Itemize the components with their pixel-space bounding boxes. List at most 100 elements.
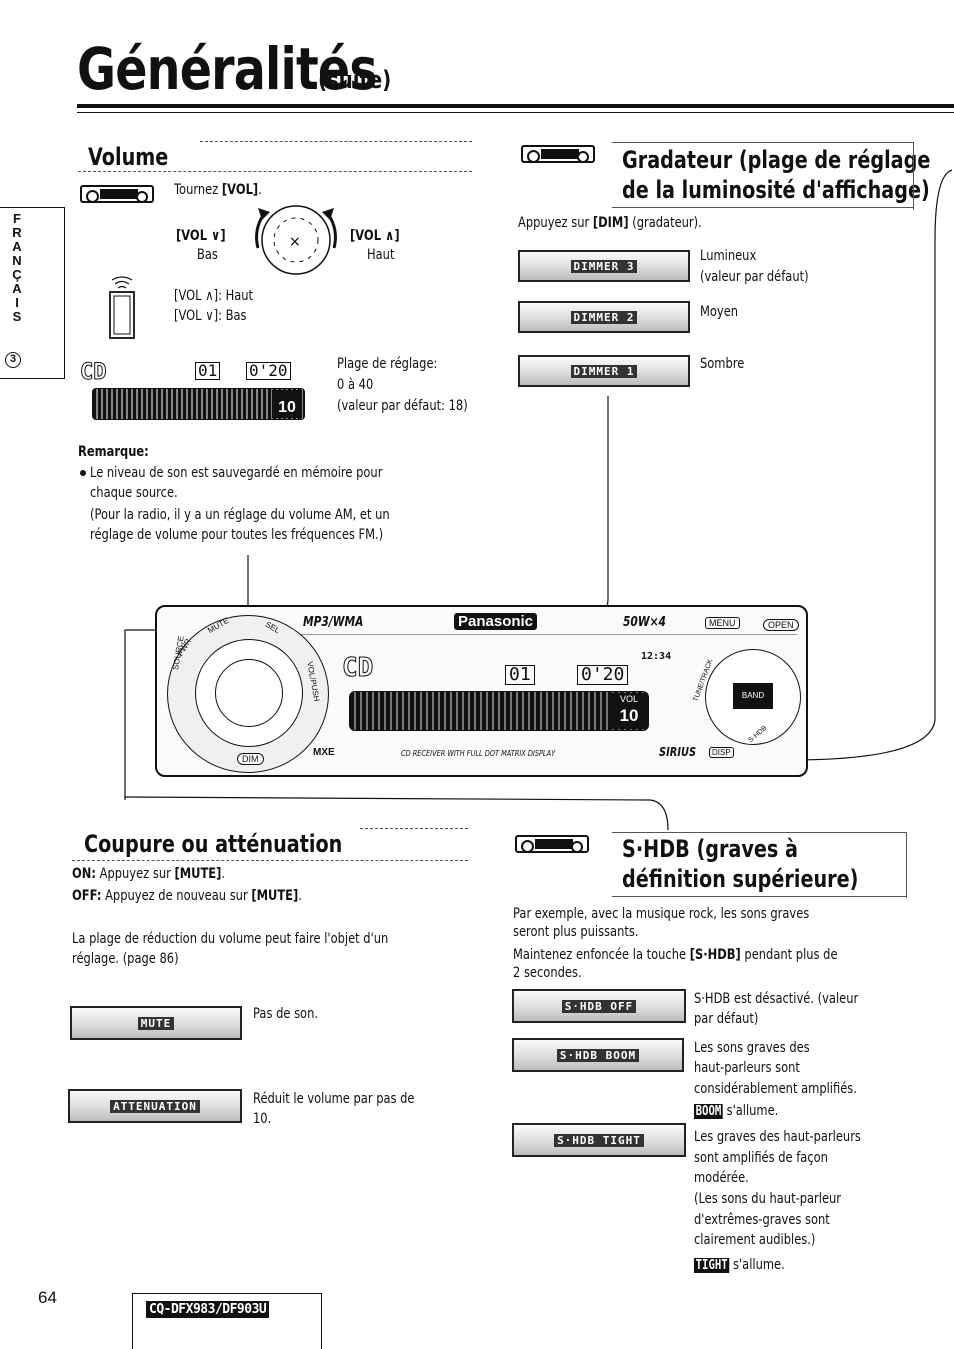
- key-label: [MUTE]: [174, 866, 222, 882]
- range-label: Plage de réglage:: [337, 356, 438, 372]
- shdb-desc: par défaut): [694, 1011, 759, 1027]
- menu-button[interactable]: MENU: [705, 617, 740, 629]
- volume-heading-rule-top: [200, 141, 472, 142]
- tab-letter: F: [13, 211, 21, 226]
- model-number: CQ-DFX983/DF903U: [146, 1301, 270, 1318]
- language-tab-letters: F R A N Ç A I S: [10, 212, 24, 324]
- tab-letter: I: [15, 295, 19, 310]
- dimmer-desc: Lumineux: [700, 248, 757, 264]
- attenuation-desc: Réduit le volume par pas de: [253, 1091, 415, 1107]
- shdb-heading-rule: [612, 896, 907, 897]
- page-title: Généralités: [77, 38, 443, 100]
- shdb-paragraph: Par exemple, avec la musique rock, les s…: [513, 906, 810, 922]
- mute-on: ON: Appuyez sur [MUTE].: [72, 864, 225, 884]
- header-rule: [77, 104, 954, 108]
- band-button[interactable]: BAND: [733, 683, 773, 709]
- boom-indicator-line: BOOM s'allume.: [694, 1101, 778, 1122]
- model-box: [132, 1293, 322, 1349]
- receiver-label: CD RECEIVER WITH FULL DOT MATRIX DISPLAY: [401, 749, 556, 758]
- text: [VOL ∨]: Bas: [174, 308, 247, 324]
- mute-paragraph: La plage de réduction du volume peut fai…: [72, 931, 389, 947]
- language-tab: [0, 207, 65, 379]
- shdb-heading-line2: définition supérieure): [622, 865, 859, 893]
- tab-letter: A: [12, 239, 22, 254]
- text: s'allume.: [729, 1257, 785, 1273]
- tab-letter: S: [12, 309, 22, 324]
- remote-vol-down: [VOL ∨]: Bas: [174, 306, 247, 326]
- title-suffix: (suite): [318, 66, 392, 94]
- shdb-paragraph: 2 secondes.: [513, 965, 582, 981]
- unit-top-band: [277, 613, 797, 635]
- dimmer-heading-bracket: [612, 142, 914, 210]
- tight-indicator-line: TIGHT s'allume.: [694, 1255, 785, 1276]
- remote-vol-up: [VOL ∧]: Haut: [174, 286, 253, 306]
- volume-knob[interactable]: [195, 639, 303, 747]
- display-time: 0'20: [246, 362, 291, 380]
- remark-line: chaque source.: [90, 485, 178, 501]
- mute-heading-rule: [72, 860, 468, 861]
- mute-off: OFF: Appuyez de nouveau sur [MUTE].: [72, 886, 302, 906]
- mxe-button[interactable]: MXE: [313, 747, 335, 758]
- vol-down-sub: Bas: [197, 247, 218, 263]
- text: .: [298, 888, 302, 904]
- remark-bullet: [80, 470, 86, 476]
- mute-heading: Coupure ou atténuation: [84, 830, 343, 858]
- dimmer-desc: Sombre: [700, 356, 745, 372]
- text: Tournez: [174, 182, 222, 198]
- display-cd-indicator: CD: [80, 360, 107, 386]
- range-value: 0 à 40: [337, 377, 374, 393]
- lcd-text: S·HDB OFF: [561, 999, 637, 1013]
- key-label: [S·HDB]: [689, 947, 741, 963]
- shdb-desc: modérée.: [694, 1170, 749, 1186]
- shdb-off-lcd: S·HDB OFF: [512, 989, 686, 1023]
- open-button[interactable]: OPEN: [763, 619, 799, 631]
- shdb-desc: S·HDB est désactivé. (valeur: [694, 991, 859, 1007]
- tight-badge: TIGHT: [694, 1258, 730, 1273]
- remark-title: Remarque:: [78, 444, 149, 460]
- shdb-desc: haut-parleurs sont: [694, 1060, 800, 1076]
- volume-knob-inner: [215, 659, 283, 727]
- unit-time: 0'20: [577, 665, 629, 685]
- sirius-label: SIRIUS: [659, 745, 697, 759]
- attenuation-desc: 10.: [253, 1111, 272, 1127]
- volume-heading: Volume: [88, 143, 169, 171]
- svg-text:×: ×: [289, 234, 301, 250]
- remark-line: (Pour la radio, il y a un réglage du vol…: [90, 507, 390, 523]
- knob-inner: [273, 217, 319, 263]
- volume-display: CD 01 0'20 10: [80, 354, 330, 424]
- display-vol-box: 10: [272, 390, 302, 418]
- text: Maintenez enfoncée la touche: [513, 947, 690, 963]
- shdb-desc: clairement audibles.): [694, 1232, 816, 1248]
- dimmer-lcd-3: DIMMER 3: [518, 250, 690, 282]
- tab-letter: Ç: [12, 267, 22, 282]
- key-label: [MUTE]: [251, 888, 299, 904]
- shdb-desc: Les graves des haut-parleurs: [694, 1129, 861, 1145]
- volume-knob-diagram: ×: [255, 205, 337, 275]
- lcd-text: DIMMER 1: [570, 364, 638, 378]
- lcd-text: ATTENUATION: [110, 1099, 200, 1113]
- dim-button[interactable]: DIM: [237, 753, 264, 765]
- shdb-boom-lcd: S·HDB BOOM: [512, 1038, 684, 1072]
- boom-badge: BOOM: [694, 1104, 723, 1119]
- dimmer-lcd-1: DIMMER 1: [518, 355, 690, 387]
- mute-lcd: MUTE: [70, 1006, 242, 1040]
- remote-icon: [521, 145, 595, 163]
- display-vol-value: 10: [278, 399, 296, 416]
- text: Appuyez sur: [518, 215, 593, 231]
- dimmer-desc: (valeur par défaut): [700, 269, 809, 285]
- shdb-desc: Les sons graves des: [694, 1040, 810, 1056]
- lcd-text: DIMMER 3: [570, 259, 638, 273]
- title-main: Généralités: [77, 35, 378, 103]
- attenuation-lcd: ATTENUATION: [68, 1089, 242, 1123]
- mute-desc: Pas de son.: [253, 1006, 319, 1022]
- text: (gradateur).: [628, 215, 702, 231]
- label: ON:: [72, 866, 96, 882]
- unit-mp3-label: MP3/WMA: [303, 615, 364, 630]
- disp-button[interactable]: DISP: [709, 747, 734, 758]
- text: .: [221, 866, 226, 882]
- head-unit: MP3/WMA Panasonic 50W×4 MENU OPEN SOURCE…: [155, 605, 808, 777]
- vol-down-label: [VOL ∨]: [176, 228, 226, 244]
- mute-paragraph: réglage. (page 86): [72, 951, 179, 967]
- shdb-heading-line1: S·HDB (graves à: [622, 835, 798, 863]
- dimmer-instruction: Appuyez sur [DIM] (gradateur).: [518, 213, 702, 233]
